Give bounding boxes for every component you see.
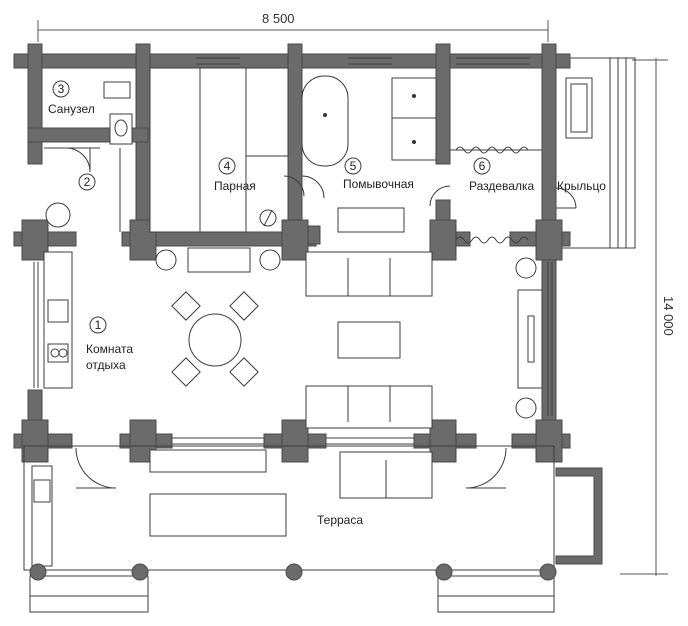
washroom-bench <box>337 207 405 233</box>
lamp-1 <box>155 249 177 271</box>
room-1-label-line2: отдыха <box>86 358 126 372</box>
steam-room-fixtures <box>149 67 305 233</box>
bathroom-stove <box>45 202 71 228</box>
sauna-bench-upper <box>149 67 201 233</box>
room-3-number: 3 <box>58 82 65 96</box>
washroom-fixtures <box>301 75 437 233</box>
dimension-height-label: 14 000 <box>661 296 676 336</box>
sauna-bench-top <box>245 67 289 157</box>
shelf-right-2 <box>391 117 437 161</box>
room-5-number: 5 <box>350 159 357 173</box>
lamp-3 <box>515 257 537 279</box>
chair-3 <box>171 357 201 387</box>
chair-4 <box>229 357 259 387</box>
lounge-fixtures <box>43 247 543 429</box>
windows <box>33 57 553 445</box>
room-5-marker: 5 Помывочная <box>343 157 414 191</box>
room-4-number: 4 <box>224 159 231 173</box>
terrace <box>23 445 603 613</box>
changing-room-fixtures <box>429 146 577 244</box>
terrace-table <box>149 493 287 537</box>
terrace-label: Терраса <box>317 513 363 527</box>
room-6-label: Раздевалка <box>469 179 534 193</box>
dining-table <box>188 313 242 367</box>
room-2-number: 2 <box>84 175 91 189</box>
chair-1 <box>171 291 201 321</box>
room-2-marker: 2 <box>78 173 96 191</box>
room-5-label: Помывочная <box>343 177 414 191</box>
room-3-label: Санузел <box>48 102 95 116</box>
lamp-4 <box>515 397 537 419</box>
kitchen-sink <box>47 299 69 323</box>
dimension-height: 14 000 <box>620 58 676 576</box>
chair-2 <box>229 291 259 321</box>
room-1-number: 1 <box>95 318 102 332</box>
dimension-width: 8 500 <box>37 11 549 42</box>
lamp-2 <box>259 249 281 271</box>
bathroom-shelf <box>103 81 131 99</box>
room-1-marker: 1 Комната отдыха <box>86 316 133 372</box>
sauna-bench-lower <box>199 67 247 233</box>
terrace-steps-right <box>555 467 603 565</box>
room-6-number: 6 <box>479 159 486 173</box>
walls <box>13 43 571 463</box>
bathtub <box>301 75 349 167</box>
sofa-bottom <box>305 385 433 429</box>
room-1-label-line1: Комната <box>86 342 133 356</box>
dimension-width-label: 8 500 <box>262 11 295 26</box>
sideboard <box>187 247 251 273</box>
porch-label: Крыльцо <box>557 179 606 193</box>
bathroom-fixtures <box>44 81 133 232</box>
room-6-marker: 6 Раздевалка <box>469 157 534 193</box>
terrace-sink <box>33 479 51 503</box>
shelf-right-1 <box>391 77 437 119</box>
room-3-marker: 3 Санузел <box>48 80 95 116</box>
room-4-marker: 4 Парная <box>214 157 256 193</box>
terrace-bench <box>149 449 267 473</box>
coffee-table <box>337 321 401 359</box>
porch-deck <box>554 57 636 249</box>
sofa-top <box>305 251 433 297</box>
room-4-label: Парная <box>214 179 256 193</box>
